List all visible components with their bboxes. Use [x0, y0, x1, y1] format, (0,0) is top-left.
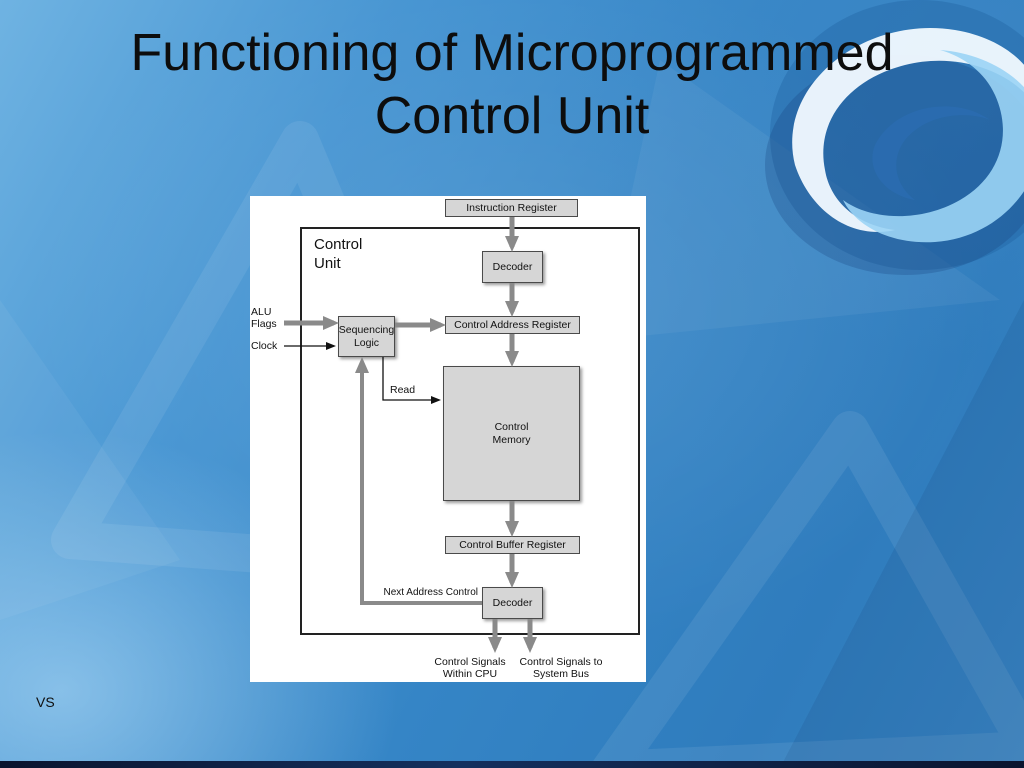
read-label: Read	[390, 384, 416, 396]
diagram-panel: Control Unit Instruction Register Decode…	[250, 196, 646, 682]
control-signals-bus-label: Control Signals to System Bus	[519, 656, 603, 681]
slide-title: Functioning of Microprogrammed Control U…	[130, 24, 894, 146]
alu-flags-label: ALU Flags	[251, 306, 277, 331]
clock-label: Clock	[251, 340, 278, 352]
decoder-box-top: Decoder	[482, 251, 543, 283]
swirl-logo	[765, 0, 1024, 275]
control-unit-label: Control Unit	[314, 236, 363, 272]
sequencing-logic-box: Sequencing Logic	[338, 316, 395, 357]
control-buffer-register-box: Control Buffer Register	[445, 536, 580, 554]
triangle-shape	[600, 60, 1000, 340]
triangle-shape	[591, 411, 1024, 768]
instruction-register-box: Instruction Register	[445, 199, 578, 217]
control-unit-outline	[300, 227, 640, 635]
logo-ribbon-lightblue	[843, 50, 1024, 243]
logo-ribbon-darkblue	[872, 106, 990, 200]
control-signals-cpu-label: Control Signals Within CPU	[434, 656, 506, 681]
control-memory-box: Control Memory	[443, 366, 580, 501]
next-address-control-label: Next Address Control	[383, 587, 479, 598]
triangle-shape	[780, 300, 1024, 768]
triangle-shape	[0, 300, 180, 620]
bottom-bar	[0, 761, 1024, 768]
footer-text: VS	[36, 694, 55, 710]
decoder-box-bottom: Decoder	[482, 587, 543, 619]
control-memory-label: Control Memory	[492, 421, 531, 446]
logo-ribbon-white	[792, 28, 1024, 232]
control-address-register-box: Control Address Register	[445, 316, 580, 334]
